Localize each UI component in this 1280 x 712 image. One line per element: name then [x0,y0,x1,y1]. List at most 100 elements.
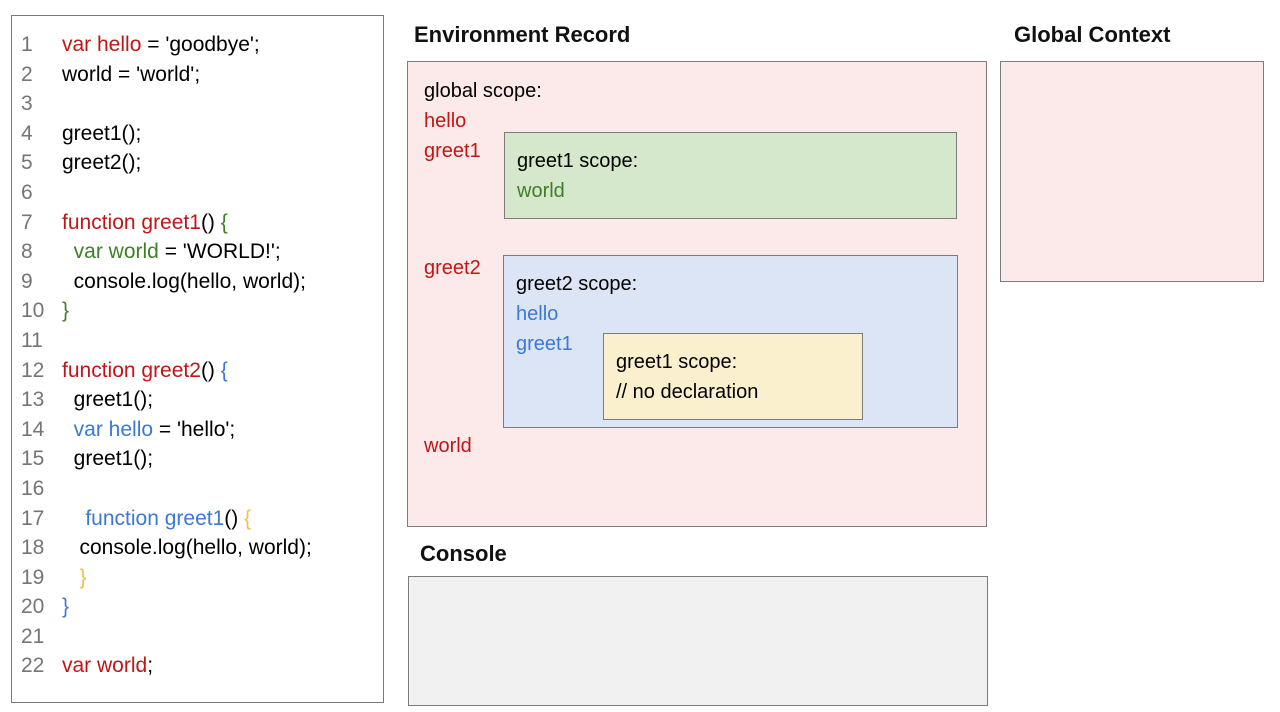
code-panel: 1 var hello = 'goodbye'; 2 world = 'world';… [11,15,384,703]
line-number: 2 [21,62,33,86]
code-text: } [62,595,69,618]
code-token: greet1(); [62,447,154,471]
code-text: function greet1() { [62,211,228,234]
greet1-scope-box: greet1 scope: world [504,132,957,219]
code-token: = 'hello'; [153,417,236,441]
code-token: { [244,506,252,530]
code-token: } [79,565,87,589]
code-line: 22 var world; [12,651,383,681]
code-line: 8 var world = 'WORLD!'; [12,237,383,267]
env-var-world: world [424,435,472,457]
code-token [62,507,85,530]
code-line: 19 } [12,563,383,593]
code-token: greet2(); [62,151,142,175]
code-line: 18 console.log(hello, world); [12,533,383,563]
code-token: console.log(hello, world); [62,269,306,293]
code-token [62,566,80,589]
code-token: var hello [62,33,142,56]
code-token: = 'goodbye'; [141,33,260,56]
code-line: 13 greet1(); [12,385,383,415]
line-number: 9 [21,269,33,293]
code-line: 1 var hello = 'goodbye'; [12,30,383,60]
code-line: 21 [12,622,383,652]
line-number: 4 [21,121,33,145]
line-number: 5 [21,151,33,175]
code-token [62,240,74,263]
code-line: 20} [12,592,383,622]
code-token: () [224,506,245,530]
line-number: 20 [21,595,45,619]
code-text: var hello = 'hello'; [62,417,236,441]
code-line: 3 [12,89,383,119]
environment-record-heading: Environment Record [414,22,631,47]
code-text: var hello = 'goodbye'; [62,33,260,56]
code-token: = 'WORLD!'; [158,240,281,264]
greet2-var-hello: hello [516,303,559,325]
code-text: function greet1() { [62,507,251,530]
code-token: greet1(); [62,121,142,145]
code-text: greet1(); [62,447,153,470]
global-context-heading: Global Context [1014,22,1171,47]
line-number: 7 [21,210,33,234]
line-number: 1 [21,33,33,56]
code-text: console.log(hello, world); [62,536,312,559]
line-number: 3 [21,92,33,116]
greet1-scope-label: greet1 scope: [517,150,639,172]
code-line: 4 greet1(); [12,119,383,149]
code-token [62,418,74,441]
code-token: console.log(hello, world); [62,536,312,560]
code-line: 6 [12,178,383,208]
code-line: 16 [12,474,383,504]
line-number: 13 [21,388,45,412]
code-token: } [62,595,70,619]
code-text: function greet2() { [62,359,228,382]
code-line: 2 world = 'world'; [12,60,383,90]
code-text: greet1(); [62,122,141,145]
code-token: function greet1 [62,210,201,234]
line-number: 12 [21,358,45,382]
code-token: () [200,210,221,234]
code-line: 9 console.log(hello, world); [12,267,383,297]
line-number: 21 [21,624,45,648]
line-number: 18 [21,536,45,560]
code-token: { [220,358,228,382]
code-line: 14 var hello = 'hello'; [12,415,383,445]
inner-greet1-scope-label: greet1 scope: [616,351,738,373]
code-line: 11 [12,326,383,356]
console-box [408,576,988,706]
inner-greet1-comment: // no declaration [616,381,759,403]
greet1-var-world: world [517,180,565,202]
code-token: var world [62,654,148,678]
code-token: () [200,358,221,382]
code-line: 7 function greet1() { [12,208,383,238]
code-token: var world [73,240,159,264]
console-heading: Console [420,541,507,566]
line-number: 6 [21,180,33,204]
line-number: 15 [21,447,45,471]
code-text: console.log(hello, world); [62,270,306,293]
code-token: var hello [73,417,154,441]
code-token: greet1(); [62,388,154,412]
line-number: 8 [21,240,33,264]
code-line: 15 greet1(); [12,444,383,474]
line-number: 19 [21,565,45,589]
line-number: 22 [21,654,45,678]
code-lines: 1 var hello = 'goodbye'; 2 world = 'world';… [12,30,383,681]
code-token: } [62,299,70,323]
global-scope-label: global scope: [424,80,542,102]
line-number: 10 [21,299,45,323]
env-var-greet1: greet1 [424,140,481,162]
line-number: 16 [21,476,45,500]
code-text: } [62,299,69,322]
line-number: 11 [21,328,43,352]
code-text: } [62,566,87,589]
code-line: 5 greet2(); [12,148,383,178]
code-text: var world = 'WORLD!'; [62,240,281,263]
greet2-var-greet1: greet1 [516,333,573,355]
code-token: world = 'world'; [62,62,201,86]
global-scope-box: global scope: hello greet1 greet2 world … [407,61,987,527]
code-text: greet2(); [62,151,141,174]
code-token: ; [147,654,154,678]
code-token: function greet2 [62,358,201,382]
